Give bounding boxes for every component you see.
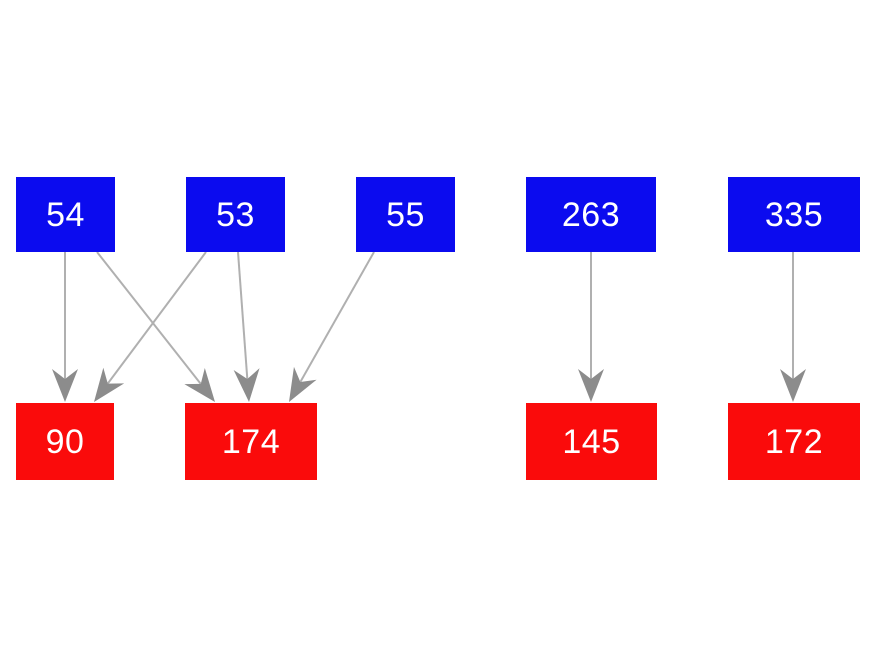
node-145: 145 [526,403,657,480]
edge-55-174 [299,251,375,383]
node-335: 335 [728,177,860,252]
arrowhead-263-145 [578,369,604,402]
node-label: 90 [45,422,85,461]
edge-53-174 [237,251,249,380]
node-label: 172 [764,422,824,461]
node-label: 55 [386,195,425,234]
node-172: 172 [728,403,860,480]
node-55: 55 [356,177,455,252]
node-label: 145 [562,422,621,461]
arrowhead-54-174 [184,368,215,402]
arrowhead-53-90 [94,367,125,402]
node-90: 90 [16,403,114,480]
node-54: 54 [16,177,115,252]
arrowhead-53-174 [233,368,260,402]
node-263: 263 [526,177,656,252]
node-label: 335 [764,195,824,234]
edge-54-174 [96,251,202,385]
edge-53-90 [106,251,207,385]
arrowhead-54-90 [52,369,78,402]
node-label: 53 [216,195,255,234]
node-174: 174 [185,403,317,480]
node-label: 263 [561,195,621,234]
arrowhead-55-174 [289,366,317,402]
node-label: 54 [46,195,85,234]
node-label: 174 [221,422,281,461]
node-53: 53 [186,177,285,252]
arrowhead-335-172 [780,369,806,402]
